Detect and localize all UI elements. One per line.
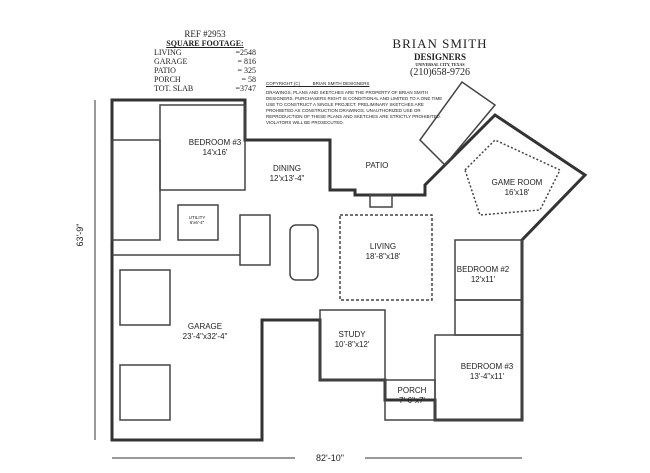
sqft-value: = 58 [241,75,256,84]
room-name: PORCH [397,386,427,395]
porch-wall [384,379,436,421]
room-name: BEDROOM #3 [460,362,514,371]
kitchen-island [289,224,319,281]
sqft-label: TOT. SLAB [154,84,194,93]
copyright-text: DRAWINGS, PLANS AND SKETCHES ARE THE PRO… [266,90,443,125]
room-name: DINING [273,164,301,173]
ref-number: REF #2953 [184,29,226,39]
game-room-inner [464,139,562,216]
room-size: 18'-8"x18' [365,252,401,261]
sqft-label: GARAGE [154,57,188,66]
garage-door-1 [119,269,171,326]
square-footage-block: REF #2953 SQUARE FOOTAGE: LIVING =2548 GA… [150,29,260,94]
room-patio: PATIO [366,161,389,171]
study-wall [319,309,386,381]
room-name: GARAGE [187,322,223,331]
sqft-value: =3747 [235,84,256,93]
sqft-value: = 816 [237,57,256,66]
brand-sub: DESIGNERS [413,52,467,62]
kitchen-wall [239,214,271,266]
room-name: PATIO [365,161,389,170]
bath-2-wall [454,299,523,336]
brand-name: BRIAN SMITH [392,36,488,51]
sqft-value: =2548 [235,48,256,57]
copyright-notice: COPYRIGHT (C) BRIAN SMITH DESIGNERS DRAW… [266,81,451,126]
room-size: 13'-4"x11' [469,372,505,381]
room-size: 12'x13'-4" [269,174,305,183]
room-size: 14'x16' [202,148,228,157]
room-size: 16'x18' [504,188,530,197]
sqft-label: PORCH [154,75,181,84]
designer-brand: BRIAN SMITH DESIGNERS UNIVERSAL CITY, TE… [380,36,500,78]
sqft-heading: SQUARE FOOTAGE: [166,39,244,48]
bath-wall [111,139,161,241]
room-name: UTILITY [188,215,206,220]
room-name: BEDROOM #3 [188,138,242,147]
fireplace [369,194,393,208]
room-size: 6'x6'-4" [189,220,205,225]
room-size: 7'-6"x7' [399,396,425,405]
garage-door-2 [119,364,171,421]
room-name: STUDY [338,330,366,339]
living-inner [339,214,433,301]
copyright-line: COPYRIGHT (C) BRIAN SMITH DESIGNERS [266,81,370,86]
room-size: 10'-8"x12' [334,340,370,349]
room-name: BEDROOM #2 [456,265,510,274]
sqft-label: LIVING [154,48,182,57]
room-size: 23'-4"x32'-4" [182,332,228,341]
brand-city: UNIVERSAL CITY, TEXAS [415,62,465,67]
depth-dimension: 63'-9" [75,223,85,247]
room-name: LIVING [369,242,397,251]
patio-deck [419,80,497,167]
bedroom-3b-wall [434,334,523,421]
room-size: 12'x11' [470,275,496,284]
utility-wall [177,204,219,241]
sqft-value: = 325 [237,66,256,75]
width-dimension: 82'-10" [316,453,344,463]
sqft-label: PATIO [154,66,176,75]
exterior-wall [110,98,588,442]
room-name: GAME ROOM [491,178,543,187]
brand-phone: (210)658-9726 [410,67,470,78]
